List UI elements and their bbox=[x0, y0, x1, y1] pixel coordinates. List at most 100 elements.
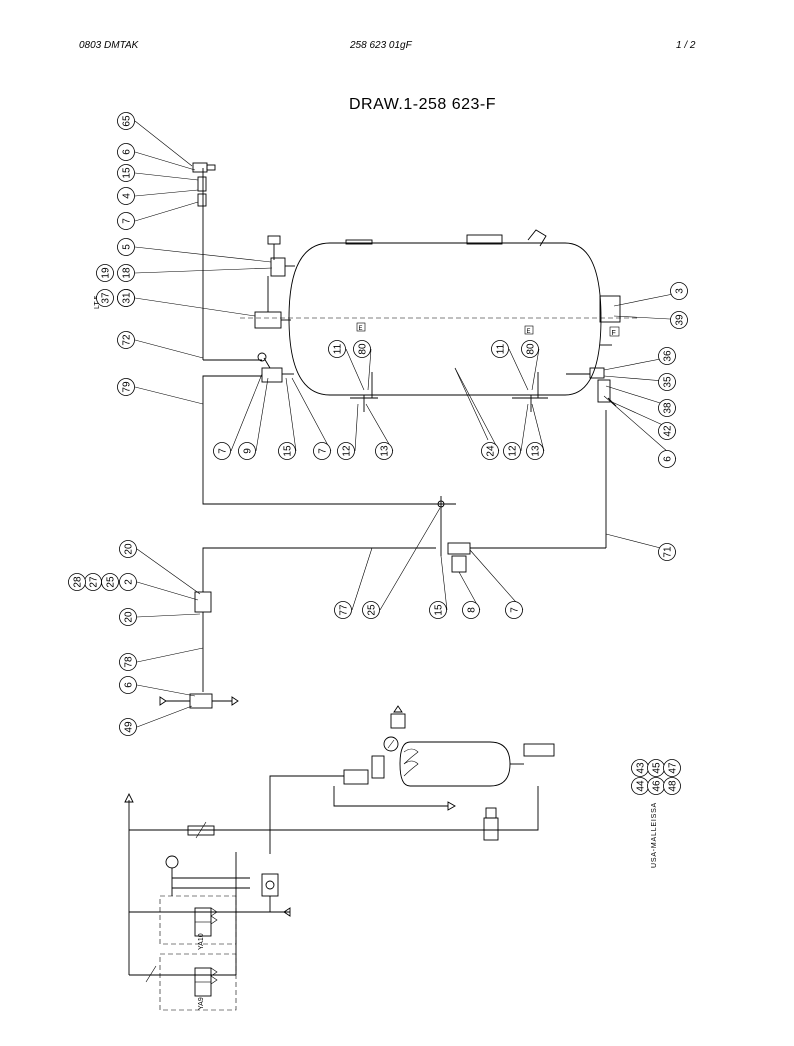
balloon-number: 8 bbox=[467, 607, 478, 613]
balloon-number: 43 bbox=[636, 762, 647, 774]
balloon-circle bbox=[491, 340, 509, 358]
item-balloon-39: 39 bbox=[670, 311, 688, 329]
balloon-number: 7 bbox=[218, 448, 229, 454]
leader-line bbox=[134, 386, 204, 405]
balloon-circle bbox=[462, 601, 480, 619]
balloon-number: 9 bbox=[243, 448, 254, 454]
balloon-number: 71 bbox=[663, 546, 674, 558]
item-balloon-7: 7 bbox=[213, 442, 231, 460]
balloon-circle bbox=[328, 340, 346, 358]
item-balloon-27: 27 bbox=[84, 573, 102, 591]
leader-line bbox=[136, 684, 196, 697]
balloon-circle bbox=[521, 340, 539, 358]
balloon-number: 49 bbox=[124, 721, 135, 733]
leader-line bbox=[136, 613, 201, 618]
balloon-circle bbox=[658, 399, 676, 417]
balloon-circle bbox=[119, 653, 137, 671]
balloon-circle bbox=[117, 331, 135, 349]
balloon-number: 11 bbox=[333, 343, 344, 354]
balloon-number: 38 bbox=[663, 402, 674, 414]
balloon-circle bbox=[353, 340, 371, 358]
balloon-number: 77 bbox=[339, 604, 350, 616]
balloon-number: 13 bbox=[531, 445, 542, 457]
balloon-number: 47 bbox=[668, 762, 679, 774]
item-balloon-15: 15 bbox=[117, 164, 135, 182]
balloon-number: 42 bbox=[663, 425, 674, 437]
leader-line bbox=[345, 348, 365, 391]
item-balloon-8: 8 bbox=[462, 601, 480, 619]
balloon-number: 65 bbox=[122, 115, 133, 127]
balloon-number: 4 bbox=[122, 193, 133, 199]
balloon-circle bbox=[658, 543, 676, 561]
balloon-number: 44 bbox=[636, 780, 647, 792]
balloon-circle bbox=[663, 759, 681, 777]
item-balloon-48: 48 bbox=[663, 777, 681, 795]
balloon-number: 79 bbox=[122, 381, 133, 393]
balloon-circle bbox=[658, 450, 676, 468]
item-balloon-80: 80 bbox=[521, 340, 539, 358]
item-balloon-18: 18 bbox=[117, 264, 135, 282]
item-balloon-9: 9 bbox=[238, 442, 256, 460]
balloon-circle bbox=[670, 282, 688, 300]
item-balloon-36: 36 bbox=[658, 347, 676, 365]
item-balloon-47: 47 bbox=[663, 759, 681, 777]
balloon-number: 6 bbox=[124, 682, 135, 688]
item-balloon-24: 24 bbox=[481, 442, 499, 460]
balloon-number: 20 bbox=[124, 543, 135, 555]
balloon-number: 5 bbox=[122, 244, 133, 250]
item-balloon-31: 31 bbox=[117, 289, 135, 307]
leader-line bbox=[134, 172, 199, 181]
item-balloon-49: 49 bbox=[119, 718, 137, 736]
side-label-usa: USA-MALLEISSA bbox=[651, 802, 658, 868]
item-balloon-6: 6 bbox=[119, 676, 137, 694]
balloon-number: 78 bbox=[124, 656, 135, 668]
leader-line bbox=[440, 555, 448, 611]
balloon-number: 18 bbox=[122, 267, 133, 279]
balloon-number: 31 bbox=[122, 292, 133, 304]
balloon-number: 7 bbox=[122, 218, 133, 224]
drawing-title: DRAW.1-258 623-F bbox=[349, 96, 497, 113]
balloon-number: 28 bbox=[73, 576, 84, 588]
balloon-number: 80 bbox=[358, 343, 369, 355]
balloon-circle bbox=[313, 442, 331, 460]
tank-marks: E E F bbox=[356, 322, 620, 337]
balloon-circle bbox=[663, 777, 681, 795]
item-balloon-35: 35 bbox=[658, 373, 676, 391]
balloon-number: 27 bbox=[89, 576, 100, 588]
balloon-circle bbox=[375, 442, 393, 460]
item-balloon-37: 37 bbox=[96, 289, 114, 307]
balloon-circle bbox=[117, 264, 135, 282]
balloon-number: 35 bbox=[663, 376, 674, 388]
item-balloon-15: 15 bbox=[278, 442, 296, 460]
balloon-circle bbox=[96, 289, 114, 307]
item-balloon-11: 11 bbox=[328, 340, 346, 358]
item-balloons: 6561547518193237317279791571213118024121… bbox=[68, 112, 688, 795]
balloon-circle bbox=[117, 187, 135, 205]
balloon-number: 15 bbox=[283, 445, 294, 457]
balloon-circle bbox=[117, 112, 135, 130]
leader-line bbox=[255, 377, 269, 452]
item-balloon-2: 2 bbox=[119, 573, 137, 591]
item-balloon-7: 7 bbox=[313, 442, 331, 460]
item-balloon-12: 12 bbox=[337, 442, 355, 460]
balloon-circle bbox=[670, 311, 688, 329]
item-balloon-46: 46 bbox=[647, 777, 665, 795]
balloon-circle bbox=[337, 442, 355, 460]
item-balloon-7: 7 bbox=[505, 601, 523, 619]
leader-line bbox=[508, 348, 529, 391]
piping-lines bbox=[159, 162, 621, 709]
item-balloon-25: 25 bbox=[362, 601, 380, 619]
leader-line bbox=[454, 367, 500, 452]
header-document-number: 258 623 01gF bbox=[350, 40, 412, 51]
balloon-number: 46 bbox=[652, 780, 663, 792]
item-balloon-71: 71 bbox=[658, 543, 676, 561]
item-balloon-28: 28 bbox=[68, 573, 86, 591]
balloon-number: 15 bbox=[434, 604, 445, 616]
leader-line bbox=[134, 151, 196, 171]
balloon-circle bbox=[119, 676, 137, 694]
balloon-circle bbox=[117, 289, 135, 307]
item-balloon-12: 12 bbox=[503, 442, 521, 460]
balloon-circle bbox=[503, 442, 521, 460]
item-balloon-5: 5 bbox=[117, 238, 135, 256]
balloon-circle bbox=[238, 442, 256, 460]
